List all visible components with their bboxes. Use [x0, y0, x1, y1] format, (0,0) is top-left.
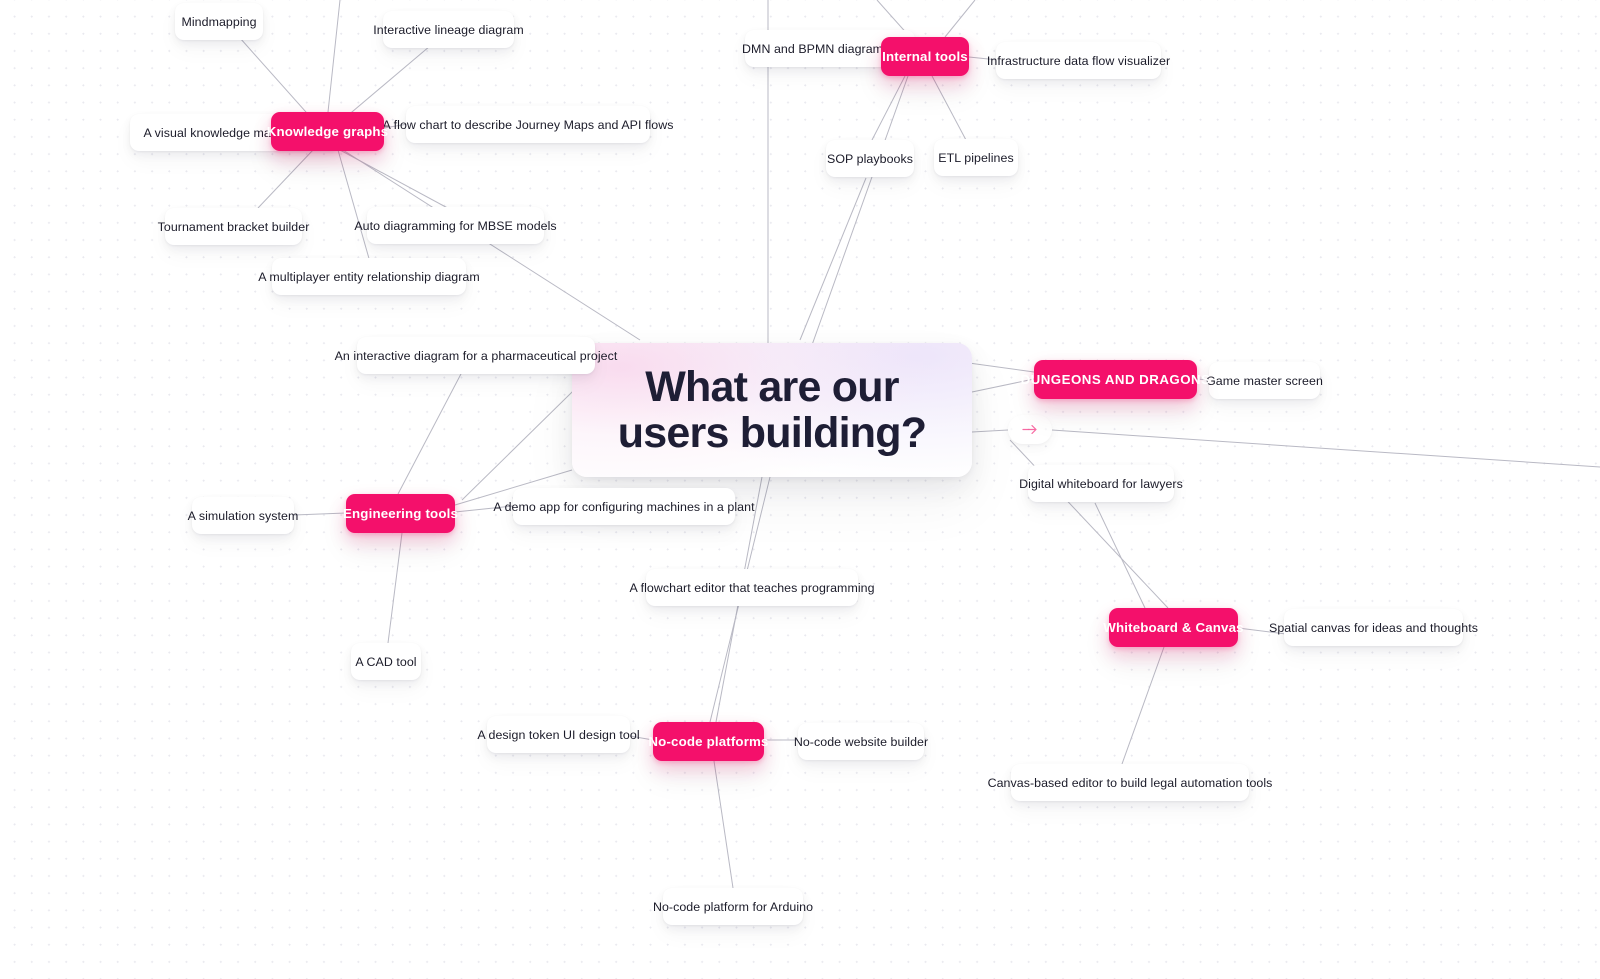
leaf-node-label: No-code platform for Arduino [652, 899, 814, 914]
edge-whiteboard-canvas-to-canvas-legal-automation [1121, 646, 1165, 765]
arrow-right-icon [1022, 424, 1038, 435]
category-node-whiteboard-canvas[interactable]: Whiteboard & Canvas [1103, 608, 1244, 647]
edge-arrow-pill-to-right-out [1051, 429, 1600, 468]
arrow-right-pill-button[interactable] [1008, 415, 1052, 444]
category-node-knowledge-graphs[interactable]: Knowledge graphs [267, 112, 388, 151]
leaf-node-label: A demo app for configuring machines in a… [493, 499, 755, 514]
edge-knowledge-graphs-to-tournament-bracket [257, 149, 314, 209]
leaf-node-label: A CAD tool [355, 654, 417, 669]
leaf-node-label: Auto diagramming for MBSE models [354, 218, 557, 233]
leaf-node-auto-diagramming-mbse[interactable]: Auto diagramming for MBSE models [354, 207, 557, 244]
category-node-label: DUNGEONS AND DRAGONS [1020, 372, 1211, 387]
category-node-no-code-platforms[interactable]: No-code platforms [648, 722, 768, 761]
leaf-node-label: A flow chart to describe Journey Maps an… [382, 117, 674, 132]
edge-no-code-platforms-to-no-code-arduino [713, 760, 734, 889]
leaf-node-cad-tool[interactable]: A CAD tool [351, 643, 421, 680]
center-node-card[interactable]: What are our users building? [572, 343, 972, 477]
edge-internal-tools-to-etl-pipelines [931, 75, 967, 141]
page-title: What are our users building? [617, 363, 927, 457]
edge-knowledge-graphs-to-center [342, 149, 641, 341]
leaf-node-label: Canvas-based editor to build legal autom… [987, 775, 1273, 790]
edge-center-to-arrow-pill [971, 429, 1009, 433]
leaf-node-label: Digital whiteboard for lawyers [1019, 476, 1183, 491]
leaf-node-interactive-lineage[interactable]: Interactive lineage diagram [373, 11, 524, 48]
edge-knowledge-graphs-to-top-out [327, 0, 341, 113]
leaf-node-mindmapping[interactable]: Mindmapping [175, 3, 263, 40]
leaf-node-demo-app-machines[interactable]: A demo app for configuring machines in a… [493, 488, 755, 525]
leaf-node-simulation-system[interactable]: A simulation system [188, 497, 298, 534]
leaf-node-label: SOP playbooks [827, 151, 913, 166]
leaf-node-label: ETL pipelines [938, 150, 1014, 165]
edge-internal-tools-to-center [811, 75, 909, 346]
category-node-internal-tools[interactable]: Internal tools [881, 37, 969, 76]
leaf-node-pharma-project[interactable]: An interactive diagram for a pharmaceuti… [335, 337, 617, 374]
leaf-node-no-code-arduino[interactable]: No-code platform for Arduino [653, 888, 813, 925]
leaf-node-tournament-bracket[interactable]: Tournament bracket builder [158, 208, 309, 245]
leaf-node-label: A design token UI design tool [477, 727, 640, 742]
edge-knowledge-graphs-to-multiplayer-erd [337, 149, 371, 263]
leaf-node-etl-pipelines[interactable]: ETL pipelines [934, 139, 1018, 176]
edge-engineering-tools-to-cad-tool [387, 532, 403, 644]
category-node-label: Internal tools [882, 49, 968, 64]
leaf-node-label: Tournament bracket builder [157, 219, 310, 234]
leaf-node-game-master-screen[interactable]: Game master screen [1206, 362, 1323, 399]
leaf-node-flowchart-editor-teaches[interactable]: A flowchart editor that teaches programm… [629, 569, 874, 606]
leaf-node-label: No-code website builder [793, 734, 929, 749]
edge-internal-tools-to-top-out-b [944, 0, 976, 38]
leaf-node-label: Game master screen [1206, 373, 1323, 388]
leaf-node-label: Mindmapping [181, 14, 257, 29]
leaf-node-design-token-ui[interactable]: A design token UI design tool [477, 716, 640, 753]
edge-knowledge-graphs-to-auto-diagramming-mbse [339, 149, 456, 213]
category-node-label: Whiteboard & Canvas [1103, 620, 1244, 635]
leaf-node-label: A flowchart editor that teaches programm… [629, 580, 875, 595]
leaf-node-no-code-website-builder[interactable]: No-code website builder [794, 723, 928, 760]
edge-engineering-tools-to-simulation-system [293, 512, 347, 516]
leaf-node-label: A simulation system [187, 508, 299, 523]
leaf-node-label: A multiplayer entity relationship diagra… [258, 269, 480, 284]
leaf-node-flow-chart-journey-maps[interactable]: A flow chart to describe Journey Maps an… [382, 106, 673, 143]
category-node-label: Knowledge graphs [266, 124, 389, 139]
category-node-label: Engineering tools [343, 506, 459, 521]
edge-engineering-tools-to-pharma-project [397, 371, 463, 495]
leaf-node-canvas-legal-automation[interactable]: Canvas-based editor to build legal autom… [988, 764, 1272, 801]
leaf-node-infra-data-flow[interactable]: Infrastructure data flow visualizer [987, 42, 1170, 79]
leaf-node-sop-playbooks[interactable]: SOP playbooks [826, 140, 914, 177]
edge-whiteboard-canvas-to-digital-whiteboard-lawyers [1094, 502, 1146, 609]
leaf-node-label: Interactive lineage diagram [373, 22, 524, 37]
category-node-engineering-tools[interactable]: Engineering tools [343, 494, 459, 533]
leaf-node-multiplayer-erd[interactable]: A multiplayer entity relationship diagra… [258, 258, 480, 295]
leaf-node-label: Spatial canvas for ideas and thoughts [1269, 620, 1478, 635]
leaf-node-digital-whiteboard-lawyers[interactable]: Digital whiteboard for lawyers [1019, 465, 1183, 502]
category-node-dungeons-dragons[interactable]: DUNGEONS AND DRAGONS [1021, 360, 1210, 399]
leaf-node-label: Infrastructure data flow visualizer [986, 53, 1171, 68]
edge-sop-playbooks-to-down-left [799, 177, 867, 341]
leaf-node-label: DMN and BPMN diagram editor [742, 41, 918, 56]
leaf-node-label: An interactive diagram for a pharmaceuti… [334, 348, 618, 363]
category-node-label: No-code platforms [648, 734, 769, 749]
edge-internal-tools-to-sop-playbooks [871, 75, 906, 141]
leaf-node-spatial-canvas[interactable]: Spatial canvas for ideas and thoughts [1269, 609, 1478, 646]
